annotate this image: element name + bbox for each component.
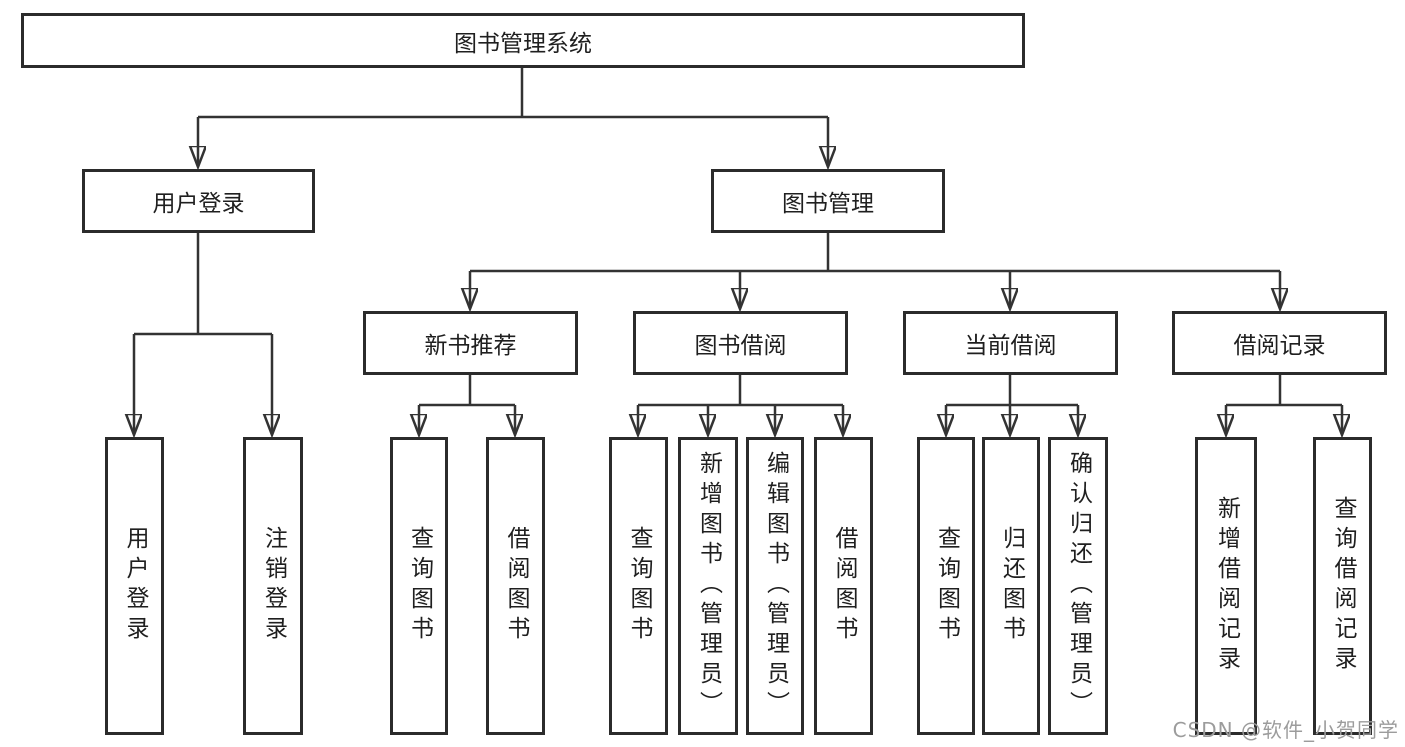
leaf-cb-confirm-return-admin: 确认归还（管理员） [1048,437,1108,735]
node-label: 确认归还（管理员） [1065,451,1092,721]
node-book-borrow: 图书借阅 [633,311,848,375]
node-label: 查询借阅记录 [1330,496,1356,676]
node-label: 编辑图书（管理员） [762,451,789,721]
leaf-br-add-record: 新增借阅记录 [1195,437,1257,735]
node-label: 注销登录 [260,526,287,646]
leaf-nb-borrow-books: 借阅图书 [486,437,545,735]
node-label: 新增图书（管理员） [695,451,722,721]
leaf-user-login: 用户登录 [105,437,164,735]
node-label: 用户登录 [122,526,148,646]
leaf-nb-query-books: 查询图书 [390,437,448,735]
node-book-management: 图书管理 [711,169,945,233]
leaf-cb-return-books: 归还图书 [982,437,1040,735]
node-label: 借阅图书 [831,526,857,646]
leaf-br-query-record: 查询借阅记录 [1313,437,1372,735]
node-current-borrow: 当前借阅 [903,311,1118,375]
leaf-logout: 注销登录 [243,437,303,735]
node-new-book-recommend: 新书推荐 [363,311,578,375]
node-root-system: 图书管理系统 [21,13,1025,68]
node-label: 借阅图书 [503,526,529,646]
node-borrow-records: 借阅记录 [1172,311,1387,375]
node-label: 新书推荐 [424,333,517,359]
node-label: 查询图书 [933,526,960,646]
node-label: 图书借阅 [694,333,787,359]
node-label: 用户登录 [152,191,245,217]
leaf-bb-edit-books-admin: 编辑图书（管理员） [746,437,804,735]
csdn-watermark: CSDN @软件_小贺同学 [1172,718,1399,742]
node-label: 新增借阅记录 [1213,496,1240,676]
leaf-bb-query-books: 查询图书 [609,437,668,735]
node-label: 借阅记录 [1233,333,1326,359]
leaf-cb-query-books: 查询图书 [917,437,975,735]
leaf-bb-borrow-books: 借阅图书 [814,437,873,735]
node-label: 归还图书 [998,526,1025,646]
node-label: 图书管理 [782,191,874,217]
node-label: 当前借阅 [964,333,1057,359]
node-label: 查询图书 [406,526,433,646]
node-user-login: 用户登录 [82,169,315,233]
node-label: 查询图书 [626,526,652,646]
leaf-bb-add-books-admin: 新增图书（管理员） [678,437,738,735]
node-label: 图书管理系统 [454,30,592,57]
